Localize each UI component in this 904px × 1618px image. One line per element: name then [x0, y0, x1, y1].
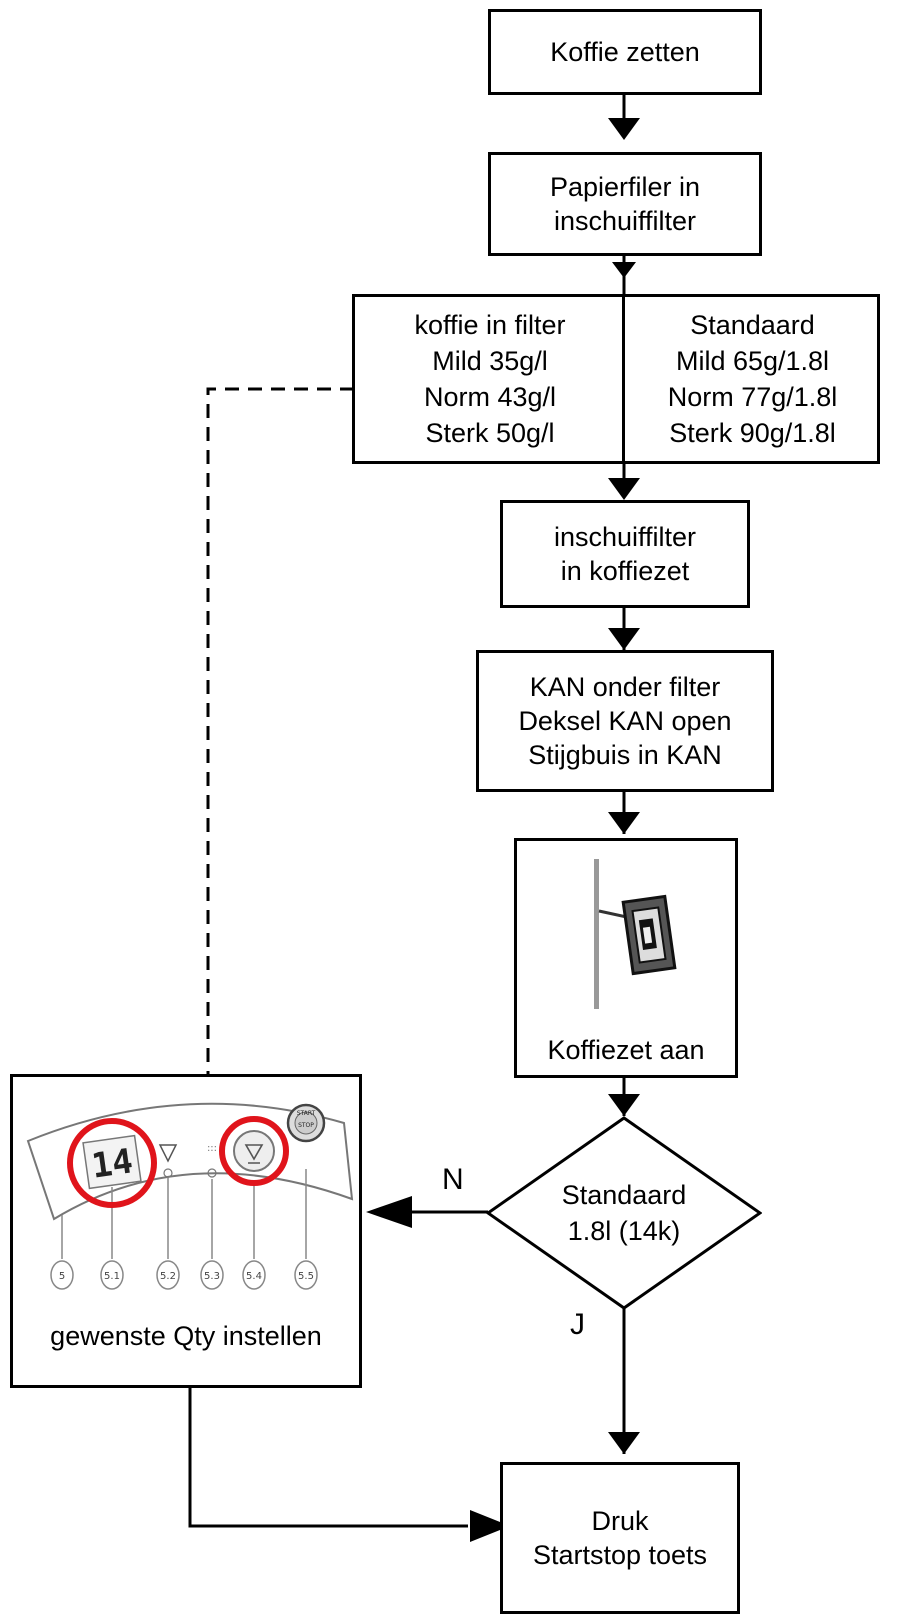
display-digits: 14	[89, 1141, 135, 1186]
dashed-link-amount-to-qty	[206, 387, 354, 1108]
edge-label-yes: J	[570, 1308, 585, 1341]
node-start: Koffie zetten	[488, 9, 762, 95]
start-label: START	[297, 1110, 316, 1117]
node-power-on: Koffiezet aan	[514, 838, 738, 1078]
node-text: inschuiffilter	[553, 206, 697, 236]
node-text: Stijgbuis in KAN	[528, 740, 722, 770]
node-text: Koffie zetten	[550, 37, 700, 67]
node-text: Koffiezet aan	[547, 1035, 705, 1065]
arrowhead	[608, 628, 640, 650]
power-switch-icon	[594, 859, 677, 1009]
stop-label: STOP	[298, 1122, 314, 1129]
control-panel-illustration: 14 ::: START STOP 5 5.1 5.2 5.3 5.4	[26, 1102, 354, 1290]
node-jug: KAN onder filter Deksel KAN open Stijgbu…	[476, 650, 774, 792]
arrowhead-small	[612, 262, 636, 278]
node-text: Deksel KAN open	[518, 706, 732, 736]
node-text: Norm 77g/1.8l	[667, 382, 838, 412]
node-text: Mild 65g/1.8l	[675, 346, 830, 376]
arrowhead	[608, 812, 640, 834]
node-paper-filter: Papierfiler in inschuiffilter	[488, 152, 762, 256]
callout-label: 5.5	[298, 1271, 314, 1282]
callout-label: 5	[59, 1271, 65, 1282]
node-text: Mild 35g/l	[432, 346, 548, 376]
callout-label: 5.1	[104, 1271, 120, 1282]
arrowhead	[608, 1094, 640, 1116]
node-text: Startstop toets	[532, 1540, 708, 1570]
node-set-qty: 14 ::: START STOP 5 5.1 5.2 5.3 5.4	[10, 1074, 362, 1388]
node-text: Norm 43g/l	[423, 382, 557, 412]
node-text: gewenste Qty instellen	[50, 1321, 322, 1351]
arrowhead	[608, 118, 640, 140]
callout-label: 5.2	[160, 1271, 176, 1282]
node-text: Sterk 90g/1.8l	[669, 418, 836, 448]
decision-diamond	[486, 1116, 762, 1310]
edge-label-no: N	[442, 1163, 464, 1196]
node-decision: Standaard 1.8l (14k)	[486, 1116, 762, 1310]
coffee-amount-right: Standaard Mild 65g/1.8l Norm 77g/1.8l St…	[625, 297, 880, 461]
arrowhead	[608, 478, 640, 500]
node-text: inschuiffilter	[553, 522, 697, 552]
node-text: in koffiezet	[560, 556, 690, 586]
node-coffee-amount: koffie in filter Mild 35g/l Norm 43g/l S…	[352, 294, 880, 464]
node-start-stop: Druk Startstop toets	[500, 1462, 740, 1614]
arrowhead	[608, 1432, 640, 1454]
node-filter-in-machine: inschuiffilter in koffiezet	[500, 500, 750, 608]
svg-text::::: :::	[207, 1143, 217, 1154]
split-divider	[622, 297, 625, 461]
node-text: 1.8l (14k)	[567, 1216, 681, 1246]
arrow-qty-to-startstop	[188, 1388, 468, 1528]
node-text: koffie in filter	[414, 310, 566, 340]
callout-label: 5.3	[204, 1271, 220, 1282]
node-text: Papierfiler in	[549, 172, 701, 202]
node-text: Standaard	[561, 1180, 687, 1210]
arrowhead	[366, 1196, 412, 1228]
node-text: KAN onder filter	[529, 672, 721, 702]
node-text: Druk	[591, 1506, 649, 1536]
node-text: Standaard	[690, 310, 815, 340]
coffee-amount-left: koffie in filter Mild 35g/l Norm 43g/l S…	[355, 297, 625, 461]
arrowhead	[470, 1510, 510, 1542]
node-text: Sterk 50g/l	[425, 418, 555, 448]
callout-label: 5.4	[246, 1271, 262, 1282]
